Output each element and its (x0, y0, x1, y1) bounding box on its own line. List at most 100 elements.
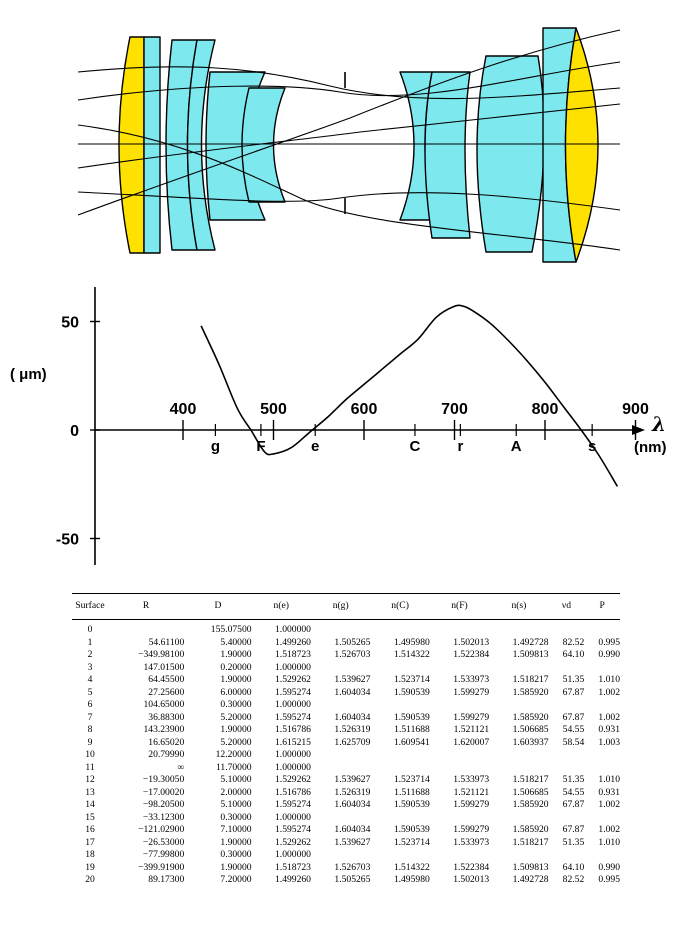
x-tick-label: 400 (170, 401, 197, 418)
table-cell (489, 620, 548, 637)
x-tick-label: 600 (351, 401, 378, 418)
table-cell: 0.931 (598, 724, 620, 735)
table-cell: 54.55 (562, 786, 585, 798)
table-cell: 1.003 (598, 736, 620, 748)
table-cell: −399.91900 (138, 861, 185, 873)
table-cell: 6 (87, 699, 93, 710)
table-cell: 1.529262 (275, 674, 311, 685)
table-cell: 1.516786 (275, 724, 311, 735)
table-cell: 54.55 (562, 724, 585, 735)
table-cell (430, 699, 489, 712)
table-cell: 1.010 (598, 774, 620, 785)
table-cell: 89.17300 (148, 874, 185, 885)
table-header-cell: P (584, 593, 620, 620)
table-cell: 12.20000 (215, 749, 252, 760)
table-cell: 1.526319 (334, 724, 371, 735)
table-cell (311, 662, 370, 675)
table-cell (370, 762, 429, 775)
table-cell: 1.529262 (275, 836, 311, 848)
table-cell: 143.23900 (143, 724, 185, 735)
table-cell: 1.585920 (512, 686, 549, 698)
table-cell: 0 (87, 624, 93, 635)
table-cell (549, 620, 585, 637)
table-cell: 1.90000 (220, 674, 252, 685)
table-cell: −77.99800 (142, 849, 185, 860)
table-cell: 1.514322 (393, 861, 430, 873)
table-cell: 3 (87, 661, 93, 673)
table-cell (489, 749, 548, 762)
table-cell (584, 662, 620, 675)
table-cell (430, 849, 489, 862)
table-cell (370, 749, 429, 762)
table-cell: 1.590539 (393, 824, 430, 835)
table-cell: 16 (85, 824, 95, 835)
table-cell: 1.511688 (394, 724, 430, 735)
table-cell: 18 (85, 849, 95, 860)
table-cell (430, 749, 489, 762)
ray-2 (77, 61, 621, 101)
table-cell: 1.590539 (393, 799, 430, 810)
table-cell: 64.45500 (148, 674, 185, 685)
table-cell (549, 749, 585, 762)
table-cell: 1.90000 (220, 836, 252, 848)
table-cell: 27.25600 (148, 686, 185, 698)
table-cell: 1.539627 (334, 674, 371, 685)
table-cell: 12 (85, 774, 95, 785)
table-cell: 0.30000 (220, 699, 252, 710)
table-cell: 5 (87, 686, 93, 698)
x-axis-label: λ (651, 412, 666, 436)
table-cell: 19 (85, 861, 95, 873)
table-cell: 1.595274 (275, 824, 311, 835)
spectral-line-label: C (410, 438, 421, 455)
table-cell: 58.54 (562, 736, 585, 748)
table-cell: 1.539627 (334, 774, 371, 785)
lens-element-8 (424, 71, 471, 239)
table-cell (584, 812, 620, 825)
table-cell: 1.533973 (453, 836, 490, 848)
table-cell: 1.609541 (393, 736, 430, 748)
table-cell (584, 749, 620, 762)
table-header-cell: νd (548, 593, 585, 620)
table-cell: 1.518217 (512, 674, 549, 685)
table-cell: 14 (85, 799, 95, 810)
table-cell: 1.90000 (220, 724, 252, 735)
table-cell: 51.35 (562, 774, 585, 785)
table-cell (370, 620, 429, 637)
table-cell: 5.40000 (220, 636, 252, 648)
table-cell (430, 762, 489, 775)
table-cell: 7.10000 (220, 824, 252, 835)
table-cell: 1.585920 (512, 711, 549, 723)
table-cell: 15 (85, 811, 95, 823)
table-cell: 1.620007 (453, 736, 490, 748)
table-cell (489, 699, 548, 712)
table-cell: 1.518217 (512, 774, 549, 785)
table-cell: 1.590539 (393, 711, 430, 723)
focal-shift-series-line (200, 304, 619, 487)
table-cell: 0.995 (598, 874, 620, 885)
table-cell: 1.523714 (393, 836, 430, 848)
chart-ticks (90, 320, 637, 540)
table-cell: 1.625709 (334, 736, 371, 748)
x-axis-arrow-icon (632, 425, 645, 435)
table-cell: 51.35 (562, 836, 585, 848)
table-cell: 5.20000 (220, 711, 252, 723)
y-tick-label: -50 (56, 532, 79, 549)
table-cell: 0.990 (598, 861, 620, 873)
table-cell (430, 620, 489, 637)
table-cell: 1.002 (598, 799, 620, 810)
table-cell (549, 812, 585, 825)
table-cell: 1.506685 (512, 786, 549, 798)
table-cell: 67.87 (562, 824, 585, 835)
table-cell: −349.98100 (138, 649, 185, 660)
table-cell (430, 662, 489, 675)
table-cell: 17 (85, 836, 95, 848)
spectral-line-label: F (256, 438, 265, 455)
